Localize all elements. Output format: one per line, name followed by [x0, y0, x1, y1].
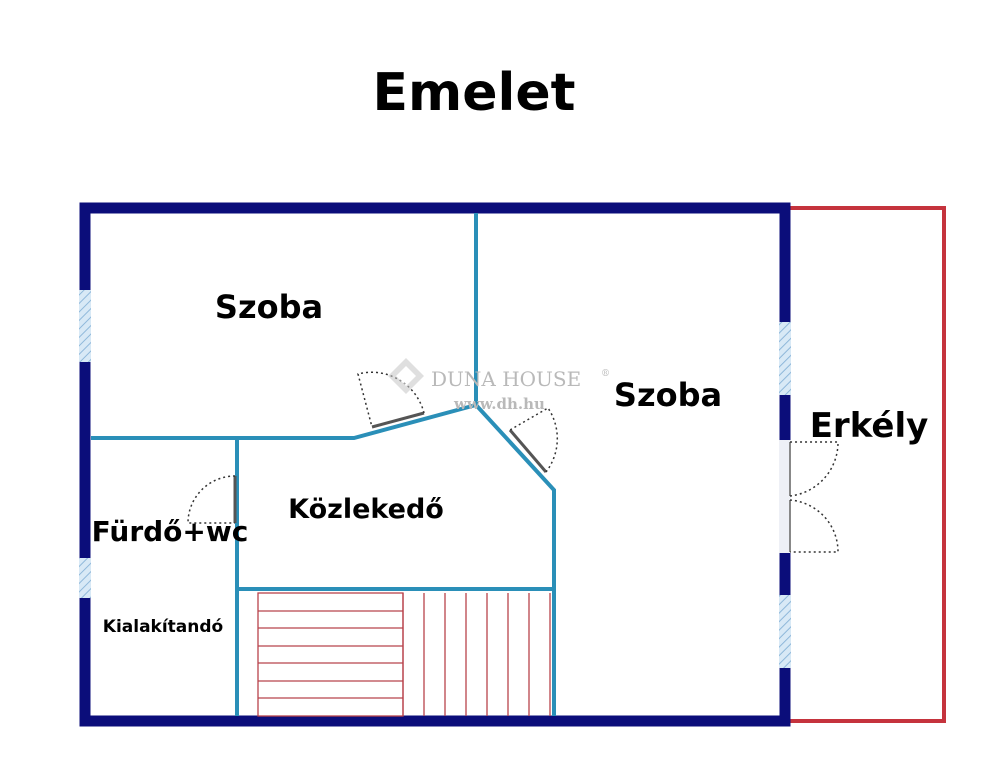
watermark-brand: DUNA HOUSE — [431, 367, 581, 391]
balcony-outline — [790, 206, 946, 723]
room-label-kialakitando: Kialakítandó — [103, 617, 223, 637]
duna-house-logo-icon — [388, 358, 424, 394]
window-left-bottom — [79, 558, 91, 598]
balcony-door-opening — [779, 440, 791, 553]
outer-wall — [79, 202, 791, 727]
watermark: DUNA HOUSE ® www.dh.hu — [388, 358, 610, 413]
room-label-furdo: Fürdő+wc — [92, 515, 249, 548]
window-right-bottom — [779, 595, 791, 668]
window-right-top — [779, 322, 791, 395]
room-label-kozlekedo: Közlekedő — [288, 494, 444, 525]
window-left-top — [79, 290, 91, 362]
room-label-szoba-1: Szoba — [215, 288, 323, 326]
watermark-url: www.dh.hu — [453, 395, 545, 413]
staircase — [257, 592, 551, 717]
watermark-registered: ® — [601, 369, 610, 379]
plan-title: Emelet — [373, 63, 576, 123]
inner-walls — [91, 213, 556, 716]
door-erkely — [789, 441, 839, 553]
door-szoba-2 — [508, 406, 559, 473]
room-label-erkely: Erkély — [810, 406, 929, 446]
door-furdo — [187, 475, 237, 524]
room-label-szoba-2: Szoba — [614, 376, 722, 414]
